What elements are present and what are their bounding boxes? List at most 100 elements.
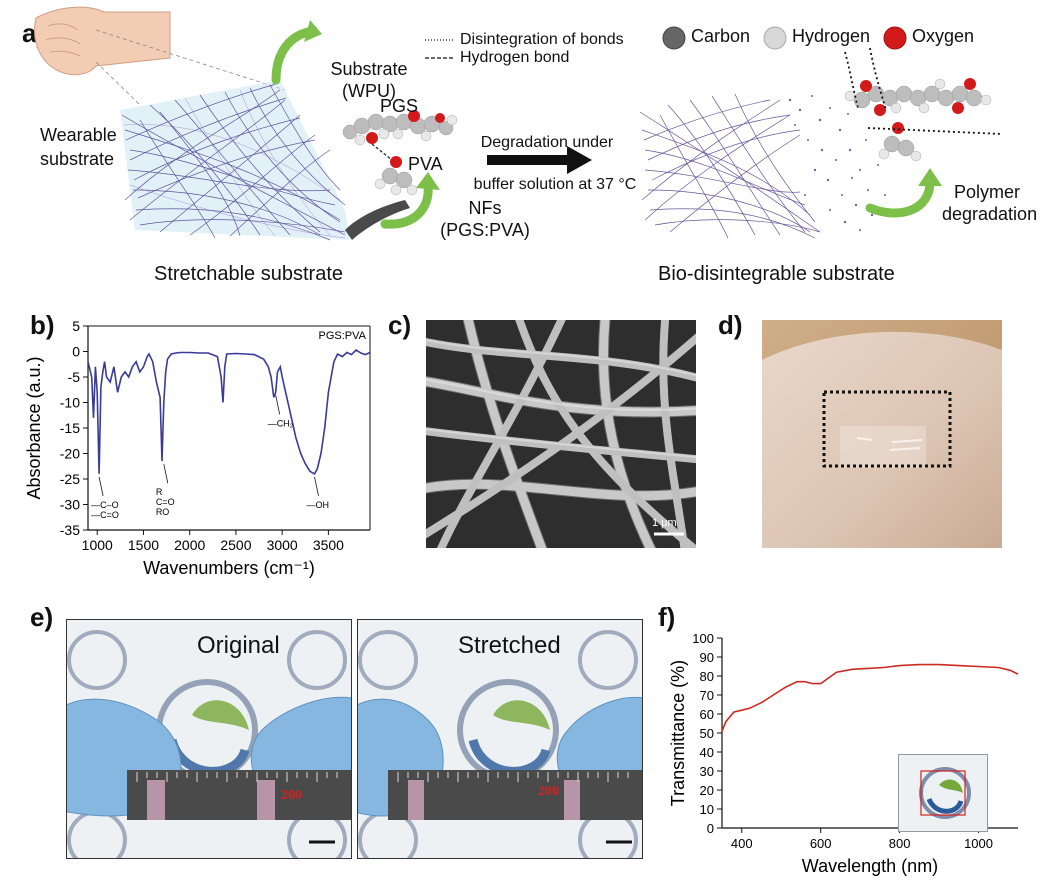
y-tick-label: 20	[700, 783, 714, 798]
label-line: Wearable	[40, 125, 117, 145]
annotation-arrow	[163, 464, 169, 484]
skin-photo	[762, 320, 1002, 548]
chart-inline-title: PGS:PVA	[319, 330, 367, 342]
label-line: Substrate	[330, 59, 408, 79]
photo-stretched-art	[358, 620, 642, 858]
y-tick-label: 80	[700, 669, 714, 684]
y-axis-label: Absorbance (a.u.)	[24, 356, 44, 499]
legend-dashed-label: Hydrogen bond	[460, 49, 570, 66]
y-axis-label: Transmittance (%)	[668, 660, 688, 806]
bio-disintegrable-caption: Bio-disintegrable substrate	[658, 263, 895, 285]
sem-scale-label: 1 μm	[652, 517, 677, 529]
arrow-head	[304, 20, 322, 42]
carbon-atom-icon	[662, 26, 686, 50]
y-tick-label: -25	[60, 471, 80, 487]
stretched-label: Stretched	[458, 632, 561, 659]
x-tick-label: 1000	[82, 537, 113, 553]
transmittance-chart: 400 600 800 1000 0 10 20 30 40 50 60 70 80 90 100Wavel…	[668, 631, 1019, 876]
y-tick-label: 50	[700, 726, 714, 741]
y-tick-label: -35	[60, 522, 80, 538]
y-tick-label: -30	[60, 497, 80, 513]
y-tick-label: 5	[72, 318, 80, 334]
label-line: degradation	[942, 204, 1038, 224]
process-arrow	[487, 155, 567, 165]
panel-letter-d: d)	[718, 310, 743, 340]
green-arrow-right	[865, 177, 935, 218]
label-line: NFs	[468, 198, 502, 218]
hand-illustration	[34, 6, 171, 76]
y-tick-label: 60	[700, 707, 714, 722]
panel-letter-f: f)	[658, 602, 676, 632]
sem-image: 1 μm	[426, 320, 696, 548]
x-tick-label: 400	[731, 836, 753, 851]
panel-letter-e: e)	[30, 602, 54, 632]
molecule-degraded	[844, 78, 992, 162]
legend-dotted-label: Disintegration of bonds	[460, 31, 624, 48]
annotation-label: C=O	[156, 497, 175, 507]
y-tick-label: -15	[60, 420, 80, 436]
original-label: Original	[197, 632, 280, 659]
photo-original: 200 Original	[66, 619, 352, 859]
y-tick-label: 100	[692, 631, 714, 646]
x-tick-label: 600	[810, 836, 832, 851]
label-line: substrate	[40, 149, 115, 169]
y-tick-label: 0	[72, 344, 80, 360]
annotation-label: R	[156, 487, 163, 497]
hydrogen-atom-icon	[763, 26, 787, 50]
patch-outline	[822, 390, 952, 468]
y-tick-label: 0	[707, 821, 714, 836]
x-tick-label: 1000	[964, 836, 993, 851]
annotation-label: RO	[156, 507, 170, 517]
process-arrow-head	[567, 146, 592, 174]
y-tick-label: -5	[68, 369, 81, 385]
x-tick-label: 2500	[220, 537, 251, 553]
skin-photo-art	[762, 320, 1002, 548]
annotation-arrow	[314, 476, 319, 496]
pgs-label: PGS	[380, 96, 419, 116]
annotation-label: —C–O	[91, 500, 119, 510]
schematic-drawing	[34, 6, 1003, 241]
series-line	[721, 663, 1019, 732]
y-tick-label: 70	[700, 688, 714, 703]
process-label-bottom: buffer solution at 37 °C	[473, 176, 637, 193]
pva-label: PVA	[408, 154, 443, 174]
nfs-label: NFs (PGS:PVA)	[440, 197, 530, 241]
x-tick-label: 3500	[313, 537, 344, 553]
label-line: (PGS:PVA)	[440, 220, 530, 240]
bond-cut-lines	[844, 47, 1003, 135]
molecule-pva	[374, 156, 418, 196]
ruler-mark: 200	[538, 784, 559, 799]
x-tick-label: 800	[889, 836, 911, 851]
photo-stretched: 200 Stretched	[357, 619, 643, 859]
annotation-label: —C=O	[91, 510, 119, 520]
annotation-label: —OH	[307, 500, 330, 510]
oxygen-atom-icon	[883, 26, 907, 50]
stretchable-substrate-caption: Stretchable substrate	[154, 263, 343, 285]
fiber-mat-left	[120, 80, 410, 241]
ruler-mark: 200	[281, 788, 302, 803]
substrate-wpu-label: Substrate (WPU)	[327, 58, 411, 102]
y-tick-label: -10	[60, 395, 80, 411]
x-tick-label: 3000	[267, 537, 298, 553]
y-tick-label: 90	[700, 650, 714, 665]
y-tick-label: 30	[700, 764, 714, 779]
photo-original-art	[67, 620, 351, 858]
inset-photo	[898, 754, 988, 832]
panel-letter-c: c)	[388, 310, 412, 340]
polymer-degradation-label: Polymer degradation	[942, 181, 1038, 225]
y-tick-label: 10	[700, 802, 714, 817]
series-line	[87, 348, 371, 475]
y-tick-label: -20	[60, 446, 80, 462]
x-axis-label: Wavelength (nm)	[802, 856, 938, 876]
y-tick-label: 40	[700, 745, 714, 760]
nanofiber-bundle	[345, 200, 410, 240]
x-tick-label: 1500	[128, 537, 159, 553]
oxygen-label: Oxygen	[912, 26, 975, 46]
hydrogen-label: Hydrogen	[792, 26, 871, 46]
molecule-pgs	[342, 110, 458, 146]
wearable-substrate-label: Wearable substrate	[40, 123, 117, 171]
arrow-head	[918, 168, 942, 186]
label-line: (WPU)	[342, 81, 396, 101]
label-line: Polymer	[953, 182, 1020, 202]
